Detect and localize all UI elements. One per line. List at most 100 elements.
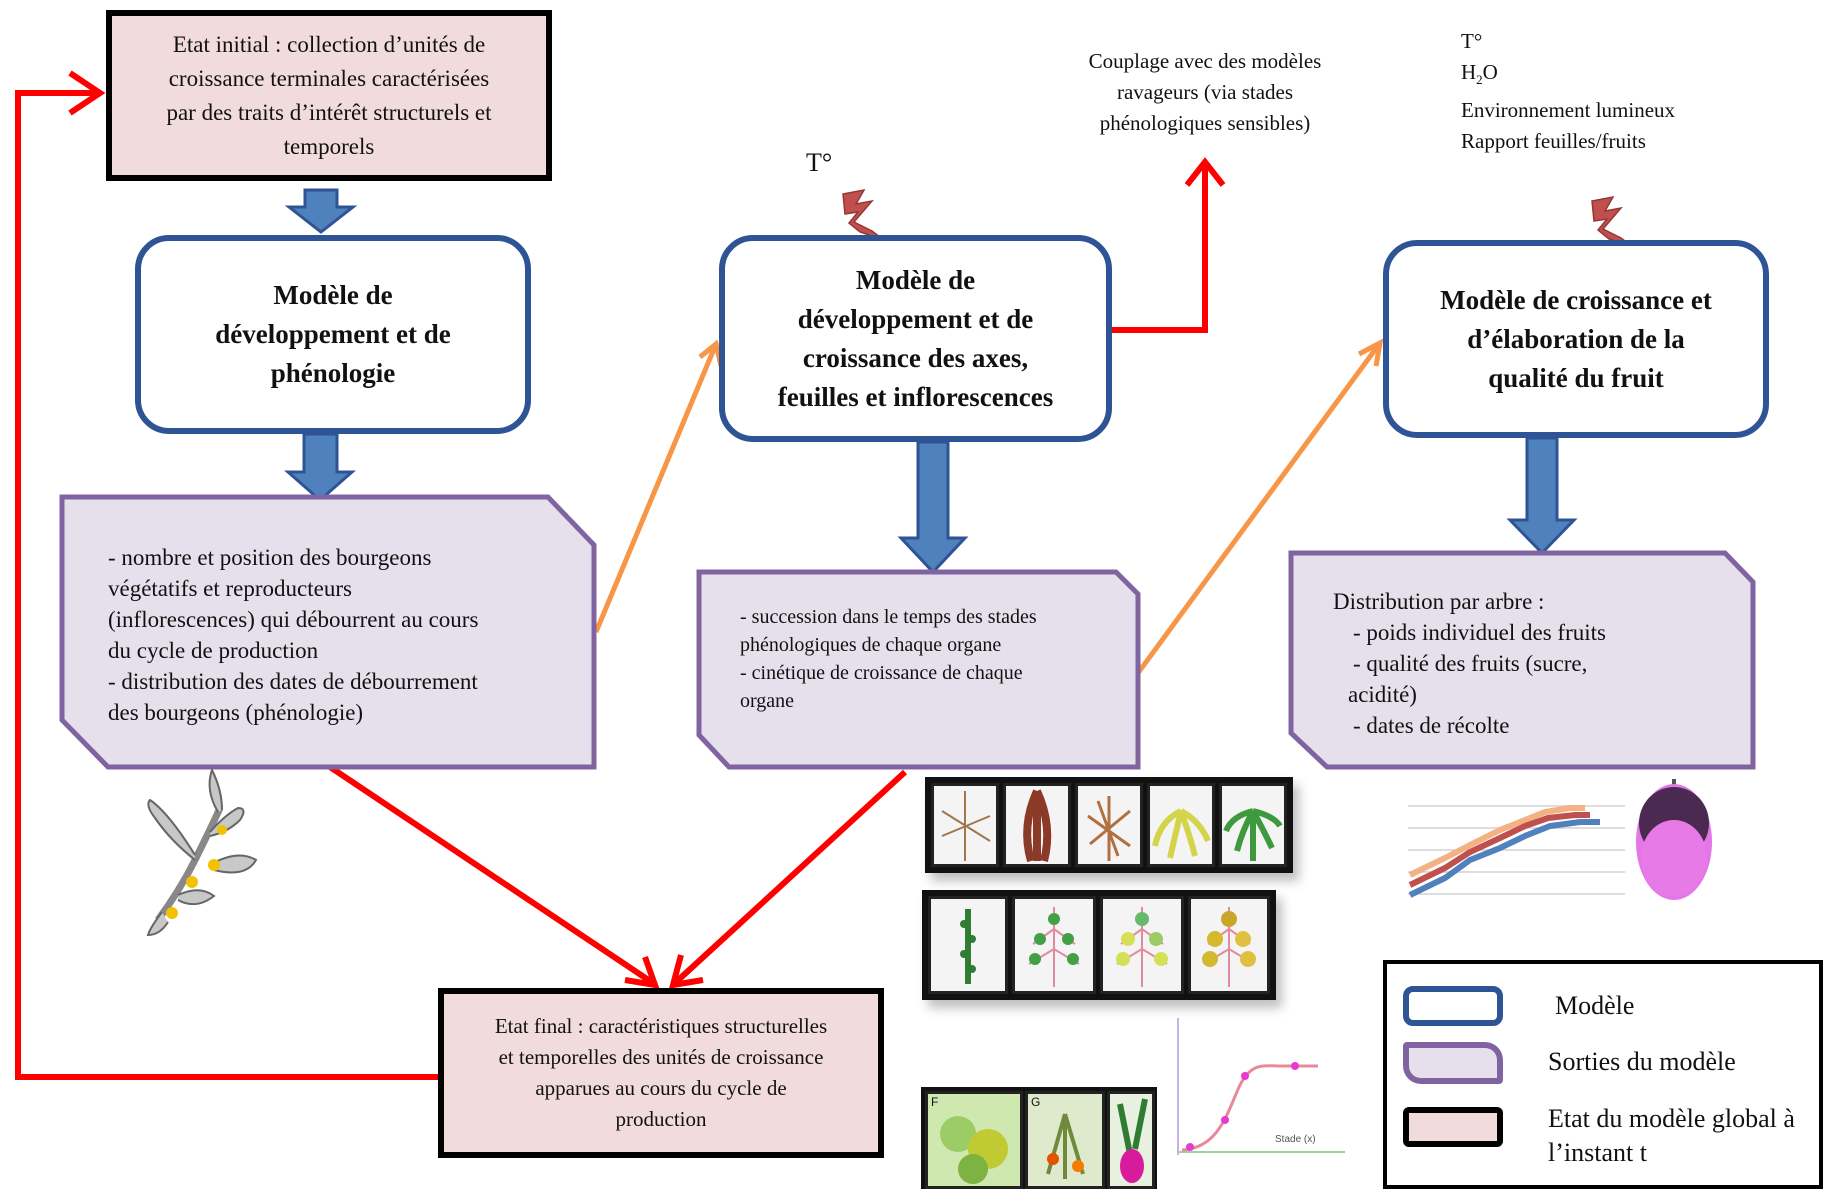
initial-state-line: temporels [283, 133, 375, 159]
output-1-line: - distribution des dates de débourrement [108, 669, 478, 694]
leaf-stage-cell [1219, 783, 1287, 867]
env-water: H2O [1461, 57, 1675, 95]
flow-arrow-initial-to-model1 [284, 188, 358, 234]
final-state-line: et temporelles des unités de croissance [498, 1045, 824, 1069]
panel-label-f: F [931, 1095, 939, 1109]
model-1-line: Modèle de [273, 280, 393, 310]
leaf-stage-drawing [1152, 808, 1211, 859]
output-2-line: - cinétique de croissance de chaque [740, 662, 1023, 684]
legend-label-outputs: Sorties du modèle [1548, 1047, 1736, 1076]
output-1-line: des bourgeons (phénologie) [108, 700, 364, 725]
model-2-line: croissance des axes, [802, 342, 1029, 373]
inflorescence-stage-cell [1012, 896, 1096, 994]
output-1-line: - nombre et position des bourgeons [108, 545, 432, 570]
output-3-title: Distribution par arbre : [1333, 589, 1545, 614]
inflorescence-drawing [1202, 907, 1256, 987]
environment-inputs: T° H2O Environnement lumineux Rapport fe… [1461, 26, 1675, 157]
leaf-stage-cell [1075, 783, 1143, 867]
model-2-line: feuilles et inflorescences [777, 381, 1054, 412]
inflorescence-drawing [1116, 907, 1168, 987]
legend-swatch-model [1403, 986, 1503, 1026]
final-state-box: Etat final : caractéristiques structurel… [438, 988, 884, 1158]
model-2-line: Modèle de [855, 264, 976, 295]
initial-state-line: croissance terminales caractérisées [168, 65, 490, 91]
env-water-o: O [1482, 60, 1498, 84]
canopy-drawing-fruit [1117, 1098, 1148, 1183]
initial-state-line: par des traits d’intérêt structurels et [166, 99, 492, 125]
legend-box: Modèle Sorties du modèle Etat du modèle … [1383, 960, 1823, 1189]
model-2-line: développement et de [797, 303, 1034, 334]
final-state-line: Etat final : caractéristiques structurel… [494, 1014, 828, 1038]
output-3-line: acidité) [1348, 682, 1417, 707]
env-temperature: T° [1461, 29, 1483, 53]
output-box-2 [696, 569, 1141, 770]
leaf-stage-cell [1003, 783, 1071, 867]
inflorescence-drawing [960, 909, 976, 984]
model-3-line: Modèle de croissance et [1440, 284, 1712, 315]
growth-curve-thumbnail [1177, 1018, 1345, 1155]
canopy-image-panel: F G [921, 1087, 1157, 1189]
env-water-h: H [1461, 60, 1477, 84]
flow-arrow-model1-to-output1 [284, 432, 356, 502]
output-1-line: du cycle de production [108, 638, 319, 663]
final-state-line: apparues au cours du cycle de [535, 1076, 787, 1100]
model-box-axes-leaves-inflorescences: Modèle de développement et de croissance… [719, 235, 1112, 442]
env-ratio: Rapport feuilles/fruits [1461, 129, 1646, 154]
leaf-stage-drawing [941, 791, 991, 861]
legend-swatch-outputs [1403, 1042, 1503, 1084]
coupling-text: Couplage avec des modèles ravageurs (via… [1060, 46, 1350, 139]
model-1-line: développement et de [215, 319, 451, 349]
initial-state-box: Etat initial : collection d’unités de cr… [106, 10, 552, 181]
coupling-line: phénologiques sensibles) [1099, 111, 1311, 135]
red-arrow-output1-to-final [328, 764, 655, 986]
coupling-arrow [1112, 162, 1208, 333]
env-light: Environnement lumineux [1461, 98, 1676, 123]
model-box-fruit-quality: Modèle de croissance et d’élaboration de… [1383, 240, 1769, 438]
legend-label-model: Modèle [1555, 991, 1635, 1020]
leaf-stage-cell [1147, 783, 1215, 867]
output-2-line: - succession dans le temps des stades [740, 606, 1037, 628]
output-box-1 [59, 494, 597, 770]
red-arrow-output2-to-final [672, 769, 908, 986]
model-1-line: phénologie [270, 358, 396, 388]
model-3-line: d’élaboration de la [1467, 323, 1685, 354]
coupling-arrowhead [1184, 157, 1226, 187]
orange-arrow-output1-to-model2 [593, 343, 719, 633]
output-3-line: - poids individuel des fruits [1353, 620, 1606, 645]
output-3-text: Distribution par arbre : - poids individ… [1333, 586, 1606, 741]
env-water-sub: 2 [1476, 72, 1483, 88]
inflorescence-stage-cell [1100, 896, 1184, 994]
output-3-line: - qualité des fruits (sucre, [1353, 651, 1588, 676]
canopy-panel-g: G [1025, 1091, 1105, 1189]
panel-label-g: G [1031, 1095, 1041, 1109]
leaf-stage-cell [931, 783, 999, 867]
output-3-line: - dates de récolte [1353, 713, 1510, 738]
feedback-loop-arrow [15, 90, 440, 1080]
red-arrowhead-1 [624, 955, 660, 989]
output-2-text: - succession dans le temps des stades ph… [740, 603, 1037, 715]
leaf-stage-drawing [1023, 789, 1052, 863]
fruit-icon [1636, 779, 1712, 900]
leaf-stage-drawing [1087, 796, 1131, 861]
output-1-line: (inflorescences) qui débourrent au cours [108, 607, 479, 632]
inflorescence-stage-cell [1188, 896, 1270, 994]
branch-sketch-icon [146, 767, 258, 937]
orange-arrow-output2-to-model3 [1135, 341, 1383, 675]
coupling-line: ravageurs (via stades [1116, 80, 1294, 104]
canopy-drawing-g [1046, 1113, 1085, 1179]
inflorescence-drawing [1028, 907, 1080, 987]
lightning-icon-model2 [842, 188, 885, 241]
output-box-3 [1288, 550, 1756, 770]
model-box-development-phenology: Modèle de développement et de phénologie [135, 235, 531, 434]
fruit-quality-curves-thumbnail [1408, 805, 1625, 898]
flow-arrow-model2-to-output2 [897, 440, 969, 575]
leaf-stage-drawing [1223, 808, 1283, 861]
coupling-line: Couplage avec des modèles [1088, 49, 1322, 73]
final-state-line: production [615, 1107, 707, 1131]
canopy-drawing-f [940, 1116, 1008, 1184]
canopy-panel-f: F [925, 1091, 1023, 1189]
inflorescence-stages-strip [922, 890, 1276, 1000]
legend-swatch-state [1403, 1107, 1503, 1147]
output-1-line: végétatifs et reproducteurs [108, 576, 352, 601]
